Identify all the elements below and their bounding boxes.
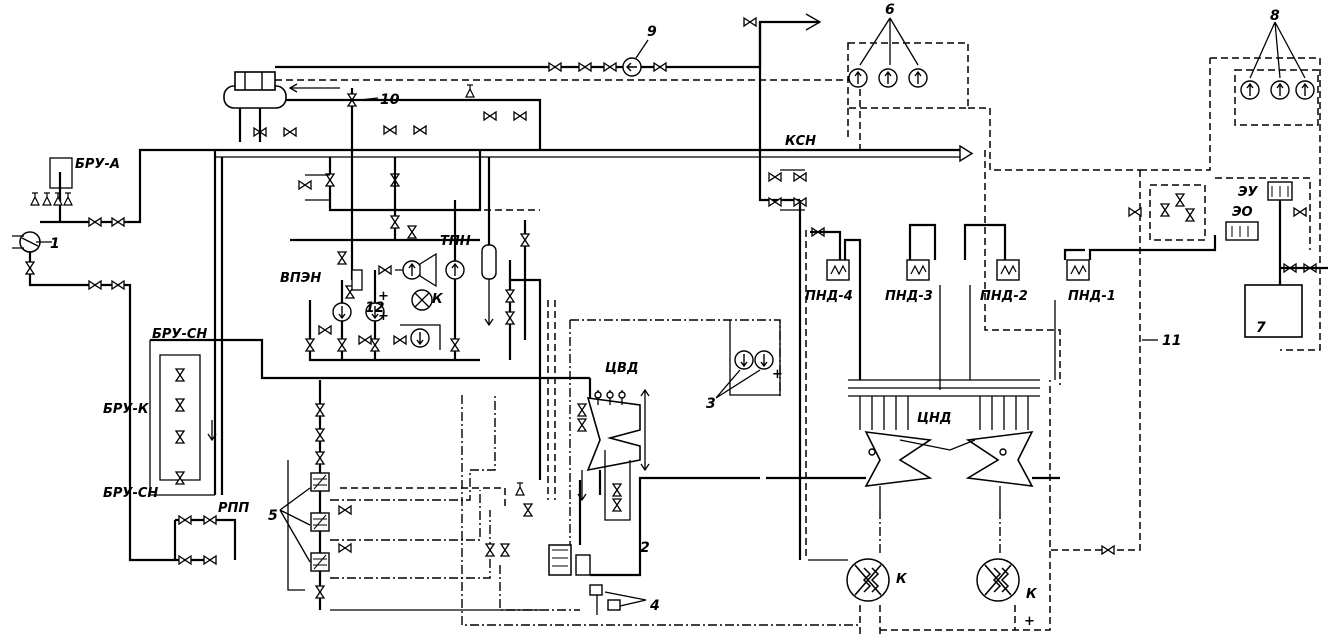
svg-text:+: + (772, 367, 783, 382)
pump-8a (1240, 80, 1260, 100)
separator (481, 244, 497, 327)
num-6: 6 (885, 2, 895, 18)
label-rpp: РПП (218, 501, 249, 516)
num-12: 12 (365, 300, 384, 316)
num-11: 11 (1162, 333, 1181, 349)
pump-6c (908, 68, 928, 88)
num-8: 8 (1270, 8, 1280, 24)
label-vpen: ВПЭН (280, 271, 321, 286)
num-10: 10 (380, 92, 400, 108)
label-pnd2: ПНД-2 (980, 289, 1028, 304)
steam-generator (12, 231, 52, 253)
num-9: 9 (647, 24, 657, 40)
condenser-right (976, 558, 1020, 602)
num-1: 1 (50, 236, 60, 252)
lp-heater-1 (1066, 259, 1090, 281)
svg-text:+: + (378, 309, 389, 324)
tank-7 (1244, 284, 1303, 338)
lp-heater-2 (996, 259, 1020, 281)
svg-text:+: + (378, 289, 389, 304)
num-7: 7 (1256, 320, 1266, 336)
label-tsvd: ЦВД (605, 361, 639, 376)
turbopump-condenser-k (411, 289, 433, 311)
pump-8b (1270, 80, 1290, 100)
feed-pump-3a (734, 350, 754, 370)
num-4: 4 (649, 598, 660, 614)
label-tsnd: ЦНД (917, 411, 952, 426)
feed-pump-3b (754, 350, 774, 370)
label-bru-sn-top: БРУ-СН (152, 327, 207, 342)
label-ksn: КСН (785, 134, 816, 149)
label-pnd1: ПНД-1 (1068, 289, 1116, 304)
drain-pumps-4 (589, 584, 621, 611)
label-bru-a: БРУ-А (75, 157, 120, 172)
lp-cylinder (848, 379, 1040, 487)
num-5: 5 (268, 508, 278, 524)
pump-6a (848, 68, 868, 88)
pump-6b (878, 68, 898, 88)
hp-heater-2 (310, 512, 330, 532)
label-tpn: ТПН (440, 234, 471, 249)
num-3: 3 (706, 396, 716, 412)
eo-unit (1225, 221, 1259, 241)
label-eo: ЭО (1232, 205, 1253, 220)
num-2: 2 (640, 540, 650, 556)
label-k-cond-left: К (896, 572, 908, 587)
separator-reheater (548, 544, 591, 576)
hp-heater-3 (310, 552, 330, 572)
top-steam-line (275, 20, 820, 69)
hp-cylinder (586, 388, 650, 472)
eu-unit (1267, 181, 1293, 201)
label-bru-k: БРУ-К (103, 402, 150, 417)
deaerator (223, 71, 340, 109)
lp-heater-3 (906, 259, 930, 281)
hp-heater-1 (310, 472, 330, 492)
pump-8c (1295, 80, 1315, 100)
label-pnd3: ПНД-3 (885, 289, 933, 304)
label-k-pump: К (432, 292, 444, 307)
label-bru-sn-bottom: БРУ-СН (103, 486, 158, 501)
lp-heater-4 (826, 259, 850, 281)
label-eu: ЭУ (1238, 185, 1259, 200)
label-k-cond-right: К (1026, 587, 1038, 602)
label-pnd4: ПНД-4 (805, 289, 853, 304)
condenser-left (846, 558, 890, 602)
svg-text:+: + (1024, 614, 1035, 629)
pump-9 (622, 57, 642, 77)
